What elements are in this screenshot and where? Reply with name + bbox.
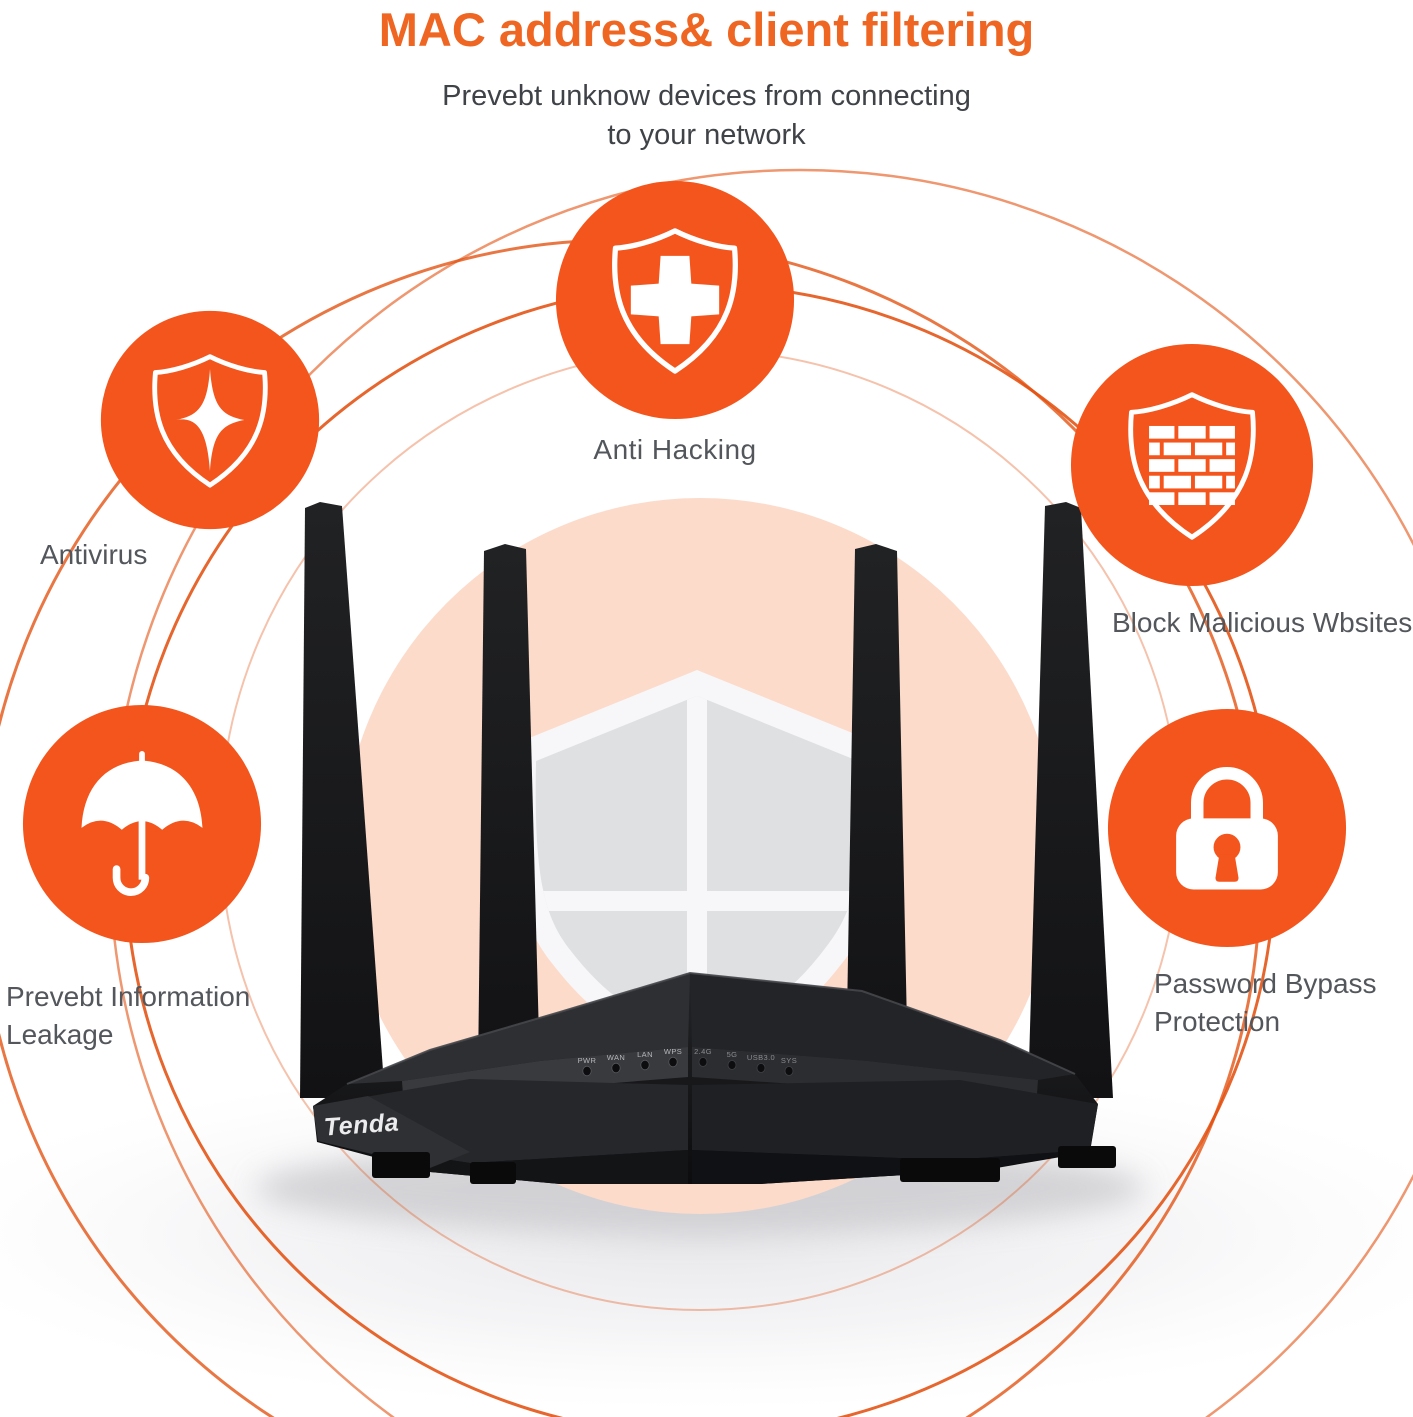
subtitle-line-2: to your network (607, 119, 806, 151)
router-feet (372, 1146, 1116, 1184)
router-antennas (300, 502, 1113, 1098)
info-leakage-badge (22, 704, 262, 944)
led-label-sys: SYS (781, 1056, 797, 1065)
subtitle-line-1: Prevebt unknow devices from connecting (442, 80, 971, 112)
antenna-inner-right (846, 544, 908, 1075)
led-label-usb: USB3.0 (747, 1053, 775, 1062)
led-label-pwr: PWR (578, 1056, 597, 1065)
info-leakage-label: Prevebt Information Leakage (6, 981, 251, 1050)
antivirus-label: Antivirus (40, 539, 148, 570)
led-label-24g: 2.4G (694, 1047, 712, 1056)
led-label-wan: WAN (607, 1053, 625, 1062)
page-subtitle: Prevebt unknow devices from connecting t… (0, 57, 1413, 155)
router: Tenda PWR WAN LAN WPS 2.4G 5G USB3.0 SYS (300, 502, 1116, 1184)
router-body: Tenda (313, 971, 1116, 1184)
shield-cross-icon (612, 228, 738, 374)
led-label-5g: 5G (727, 1050, 738, 1059)
block-malicious-label: Block Malicious Wbsites (1112, 607, 1413, 638)
antenna-outer-left (300, 502, 385, 1098)
password-bypass-badge (1107, 708, 1347, 948)
led-panel: PWR WAN LAN WPS 2.4G 5G USB3.0 SYS (578, 1047, 797, 1077)
anti-hacking-label: Anti Hacking (593, 434, 757, 465)
padlock-icon (1176, 767, 1278, 890)
password-bypass-label: Password Bypass Protection (1154, 968, 1377, 1037)
block-malicious-badge (1070, 343, 1314, 587)
antenna-outer-right (1028, 502, 1113, 1098)
umbrella-icon (81, 751, 203, 896)
antivirus-badge (100, 310, 320, 530)
led-label-lan: LAN (637, 1050, 653, 1059)
shield-watermark (511, 670, 886, 1062)
shield-star-icon (152, 354, 268, 488)
led-label-wps: WPS (664, 1047, 682, 1056)
anti-hacking-badge (555, 180, 795, 420)
brand-logo: Tenda (323, 1108, 400, 1141)
header: MAC address& client filtering Prevebt un… (0, 0, 1413, 155)
shield-bricks-icon (1128, 392, 1256, 540)
page-title: MAC address& client filtering (378, 3, 1035, 56)
antenna-inner-left (478, 544, 540, 1075)
led-indicators (582, 1056, 794, 1077)
